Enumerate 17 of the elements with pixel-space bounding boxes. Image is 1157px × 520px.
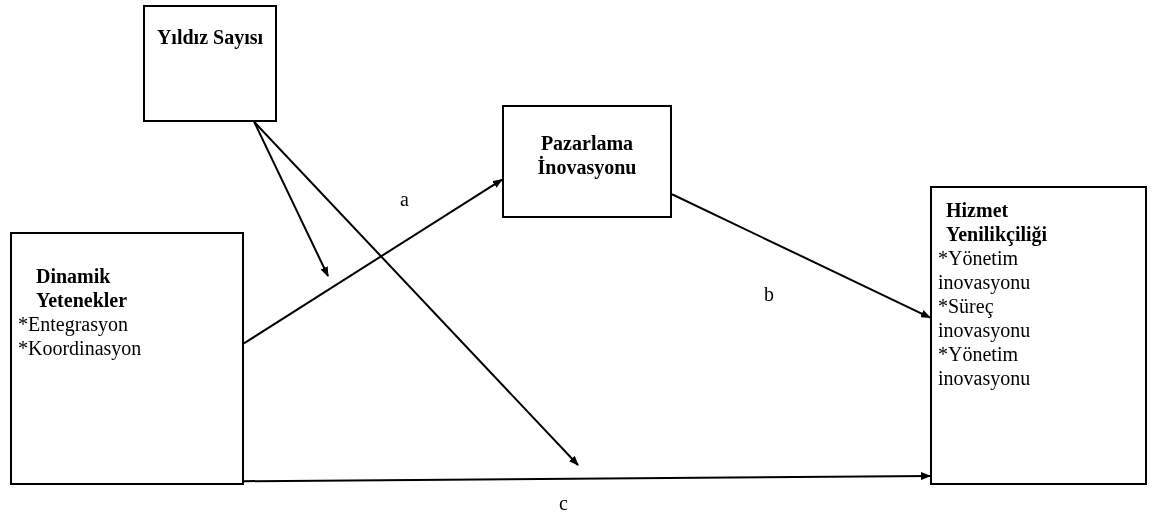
box-heading: Hizmet Yenilikçiliği: [945, 198, 1049, 246]
arrow: [671, 193, 931, 319]
box-heading: Dinamik Yetenekler: [35, 264, 129, 312]
arrow: [253, 121, 579, 466]
box-text: *Yönetim inovasyonu: [938, 246, 1032, 294]
concept-box: [930, 186, 1147, 485]
concept-box: [143, 5, 277, 122]
box-heading: Yıldız Sayısı: [156, 25, 264, 49]
concept-box: [10, 232, 244, 485]
box-heading: Pazarlama İnovasyonu: [536, 131, 638, 179]
box-text: *Entegrasyon: [18, 312, 128, 336]
concept-box: [502, 105, 672, 218]
box-text: *Süreç inovasyonu: [938, 294, 1032, 342]
arrow: [253, 121, 329, 277]
arrow: [243, 178, 503, 345]
box-text: *Yönetim inovasyonu: [938, 342, 1032, 390]
arrow: [243, 472, 931, 483]
